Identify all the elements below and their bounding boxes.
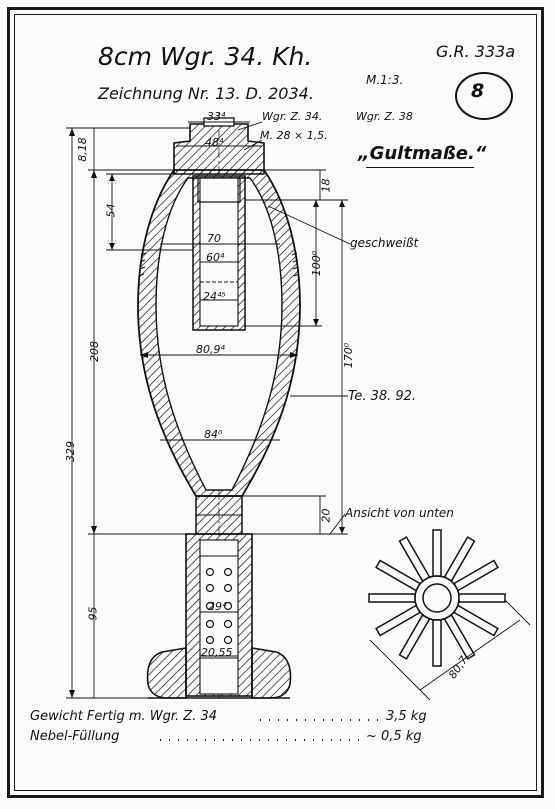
dim-20: 20 [319,508,333,523]
dim-95: 95 [86,606,100,621]
dim-208: 208 [88,341,101,362]
wall-thread-left [138,252,147,277]
dim-8-18: 8,18 [75,137,89,162]
dim-20-55: 20,55 [201,646,233,659]
callout-fuze-1: Wgr. Z. 34. [262,110,323,123]
burster-bore [199,177,239,327]
fill-value: ~ 0,5 kg [366,729,422,744]
callout-fuze-2: Wgr. Z. 38 [356,110,413,123]
dim-70: 70 [207,232,221,245]
fuze-well-head [173,123,265,175]
tail-fin-right [251,647,292,699]
callout-bottom-view: Ansicht von unten [345,506,454,520]
drawing-number: Zeichnung Nr. 13. D. 2034. [98,84,314,103]
fill-label: Nebel-Füllung [30,729,120,744]
dim-60: 60⁴ [206,251,225,264]
dim-84: 84⁰ [204,428,223,441]
dim-48: 48⁴ [205,136,224,149]
outer-frame [7,7,544,798]
inner-frame [14,14,537,791]
dim-54: 54 [104,203,118,218]
sheet-code: G.R. 333a [436,42,516,61]
dim-329: 329 [64,441,77,462]
callout-welded: geschweißt [350,236,419,250]
fuze-thread-zone [197,177,241,203]
dim-170: 170⁰ [342,342,356,369]
bottom-view-fins [368,529,506,667]
callout-thread: M. 28 × 1,5. [260,129,328,142]
drawing-title: 8cm Wgr. 34. Kh. [98,42,313,71]
wall-thread-right [291,252,300,277]
dimension-lines [66,121,351,699]
weight-value: 3,5 kg [386,709,427,724]
arrowheads [69,128,345,698]
dim-29: 29⁴ [208,600,227,613]
sheet-number-circle [455,72,513,120]
tail-bore [199,539,239,695]
dim-24: 24⁴⁵ [203,290,226,303]
tail-fin-left [146,647,187,699]
dim-18: 18 [319,178,333,193]
dim-100: 100⁰ [310,250,324,277]
bottom-view [368,529,531,701]
weight-label: Gewicht Fertig m. Wgr. Z. 34 [30,709,218,724]
shell-inner-cavity [155,177,283,491]
dim-80-9: 80,9⁴ [196,343,225,356]
dim-33: 33⁴ [207,110,226,123]
subtitle-underline [366,167,474,168]
sheet-number: 8 [471,80,485,102]
drawing-subtitle: „Gultmaße.“ [358,143,487,164]
vent-holes [205,567,233,645]
scale-label: M.1:3. [366,73,404,87]
callout-drawing-ref: Te. 38. 92. [348,389,417,404]
